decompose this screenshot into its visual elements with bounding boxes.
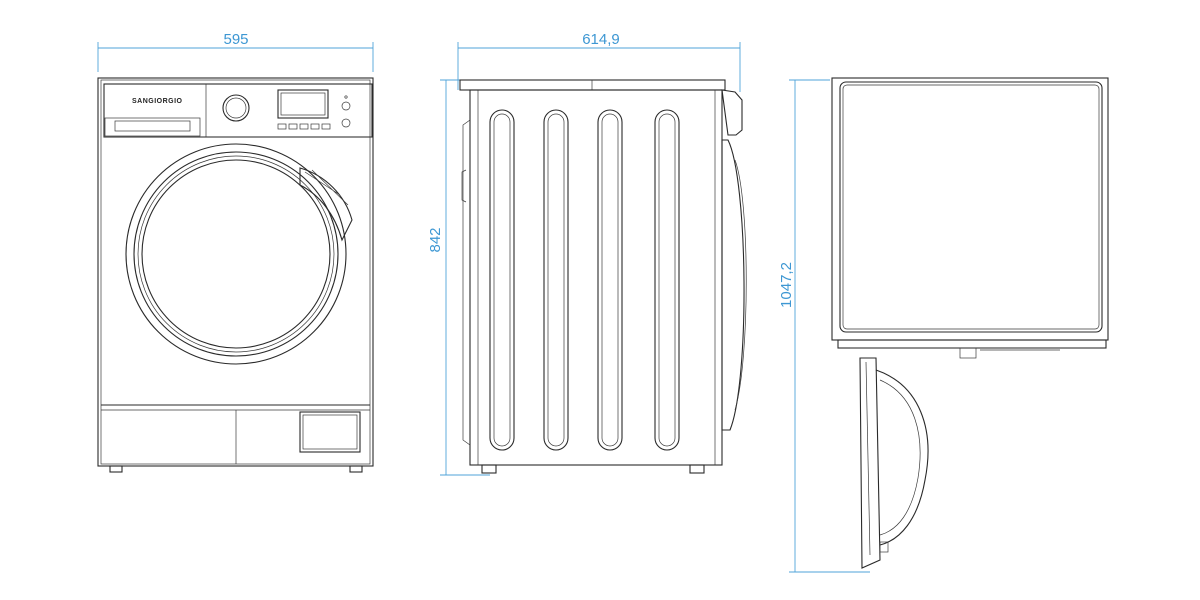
detergent-drawer — [104, 117, 201, 137]
front-door — [125, 143, 353, 365]
top-view: 1047,2 — [778, 77, 1109, 573]
top-body-outline — [831, 77, 1109, 341]
dimension-width-label: 595 — [223, 31, 248, 48]
side-view: 614,9 842 — [427, 31, 747, 476]
dimension-height-label: 842 — [427, 227, 444, 252]
display-screen — [277, 89, 329, 119]
program-knob — [222, 94, 250, 122]
panel-buttons — [277, 123, 331, 130]
side-body-outline — [469, 89, 723, 466]
side-foot-front — [689, 464, 705, 474]
top-open-door — [859, 357, 929, 569]
side-ribs — [489, 109, 680, 451]
side-top — [459, 79, 726, 91]
foot-left — [109, 465, 123, 473]
dimension-height: 842 — [427, 79, 490, 476]
front-body-outline — [97, 77, 374, 467]
dimension-width: 595 — [97, 31, 374, 72]
top-front-edge — [837, 339, 1107, 349]
top-lid — [839, 81, 1103, 333]
control-panel — [103, 83, 373, 138]
dimension-depth-label: 614,9 — [582, 31, 620, 48]
side-foot-back — [481, 464, 497, 474]
brand-logo: SANGIORGIO — [132, 98, 183, 105]
foot-right — [349, 465, 363, 473]
side-door — [721, 139, 745, 431]
dimension-depth-open: 1047,2 — [778, 79, 870, 573]
front-view: 595 SANGIORGIO — [97, 31, 374, 473]
dimension-depth-open-label: 1047,2 — [778, 262, 795, 308]
dimension-depth: 614,9 — [457, 31, 741, 92]
top-knob — [959, 347, 977, 359]
side-knob — [721, 89, 743, 136]
filter-cover — [299, 411, 361, 453]
